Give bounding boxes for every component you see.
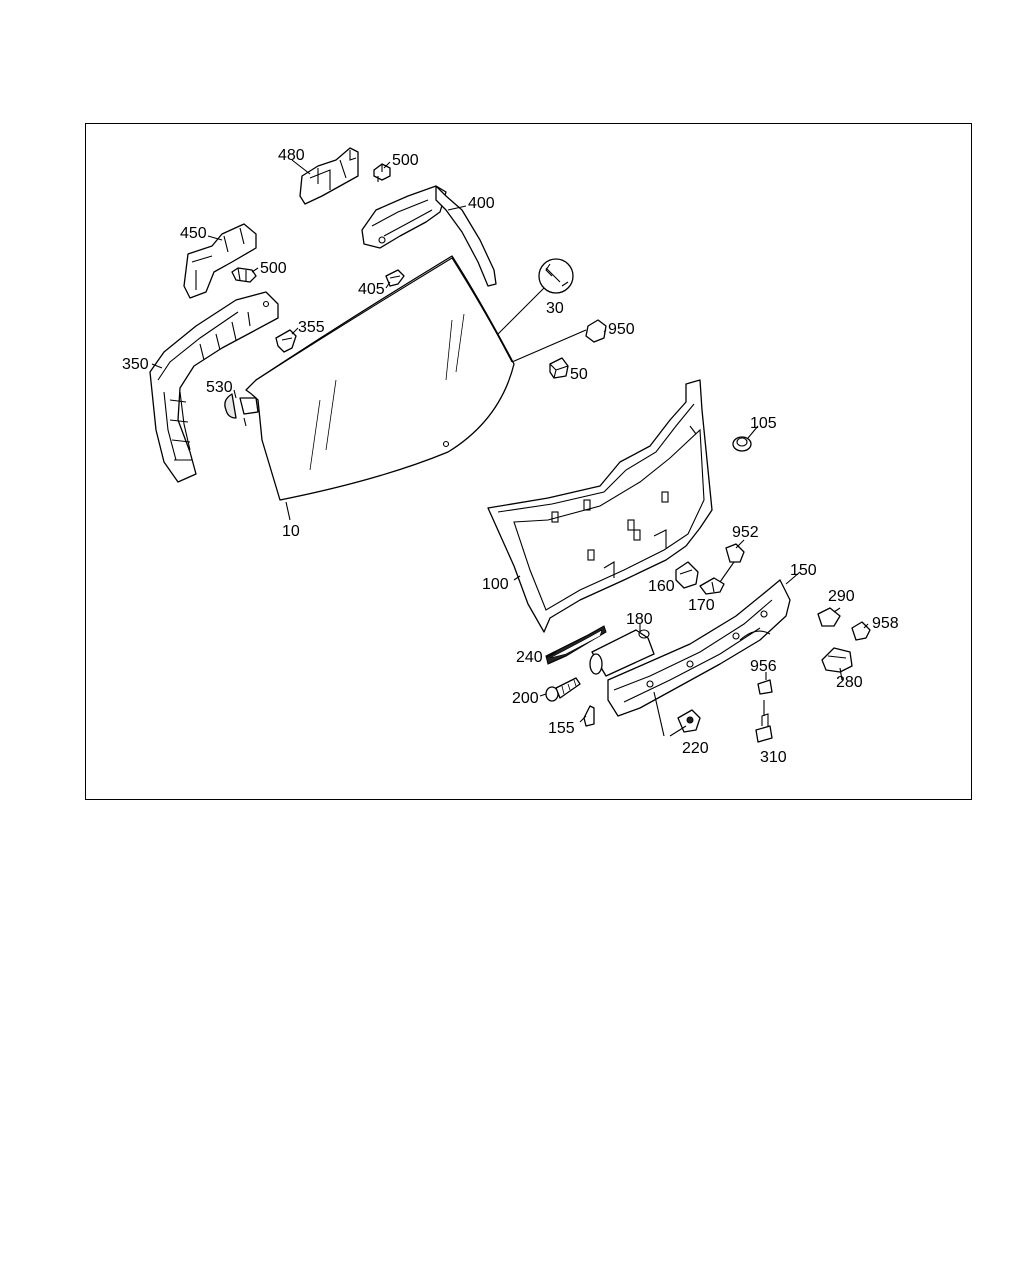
part-950-clip <box>585 319 607 343</box>
part-290-clip <box>817 607 841 627</box>
part-310-pin <box>755 713 773 743</box>
part-956-clip <box>757 679 773 695</box>
callout-952: 952 <box>732 524 759 541</box>
part-200-bolt <box>545 677 581 702</box>
callout-500-top: 500 <box>392 152 419 169</box>
callout-10: 10 <box>282 523 300 540</box>
part-240-grille <box>545 625 607 665</box>
callout-400: 400 <box>468 195 495 212</box>
callout-50: 50 <box>570 366 588 383</box>
part-350-pillar-trim <box>149 291 279 483</box>
part-530-cap <box>224 393 237 419</box>
wrench-icon <box>538 258 574 294</box>
part-155-clip <box>583 705 595 727</box>
part-480-bracket <box>299 147 359 205</box>
leader-lines <box>151 159 869 737</box>
part-150-handle-trim <box>607 579 791 717</box>
callout-200: 200 <box>512 690 539 707</box>
callout-240: 240 <box>516 649 543 666</box>
callout-280: 280 <box>836 674 863 691</box>
callout-958: 958 <box>872 615 899 632</box>
callout-30: 30 <box>546 300 564 317</box>
part-100-trim-panel <box>487 379 713 633</box>
part-952-clip <box>725 543 745 563</box>
callout-950: 950 <box>608 321 635 338</box>
part-10-rear-glass <box>239 255 515 501</box>
callout-180: 180 <box>626 611 653 628</box>
callout-160: 160 <box>648 578 675 595</box>
part-450-bracket <box>183 223 257 299</box>
callout-405: 405 <box>358 281 385 298</box>
callout-500-mid: 500 <box>260 260 287 277</box>
part-105-grommet <box>732 436 752 452</box>
part-500-screw-top <box>373 163 391 182</box>
part-500-screw-mid <box>231 267 257 283</box>
callout-956: 956 <box>750 658 777 675</box>
part-220-pad <box>677 709 701 733</box>
callout-350: 350 <box>122 356 149 373</box>
callout-450: 450 <box>180 225 207 242</box>
callout-170: 170 <box>688 597 715 614</box>
callout-220: 220 <box>682 740 709 757</box>
callout-155: 155 <box>548 720 575 737</box>
callout-530: 530 <box>206 379 233 396</box>
part-180-motor <box>589 629 655 677</box>
callout-105: 105 <box>750 415 777 432</box>
part-50-block <box>549 357 569 379</box>
part-280-switch <box>821 647 853 673</box>
part-400-upper-trim <box>361 185 497 287</box>
callout-310: 310 <box>760 749 787 766</box>
part-405-clip <box>385 269 405 287</box>
part-355-clip <box>275 329 297 353</box>
callout-355: 355 <box>298 319 325 336</box>
part-160-socket <box>675 561 699 589</box>
diagram-frame <box>85 123 972 800</box>
part-170-bulb <box>699 577 725 595</box>
callout-100: 100 <box>482 576 509 593</box>
callout-150: 150 <box>790 562 817 579</box>
callout-290: 290 <box>828 588 855 605</box>
callout-480: 480 <box>278 147 305 164</box>
